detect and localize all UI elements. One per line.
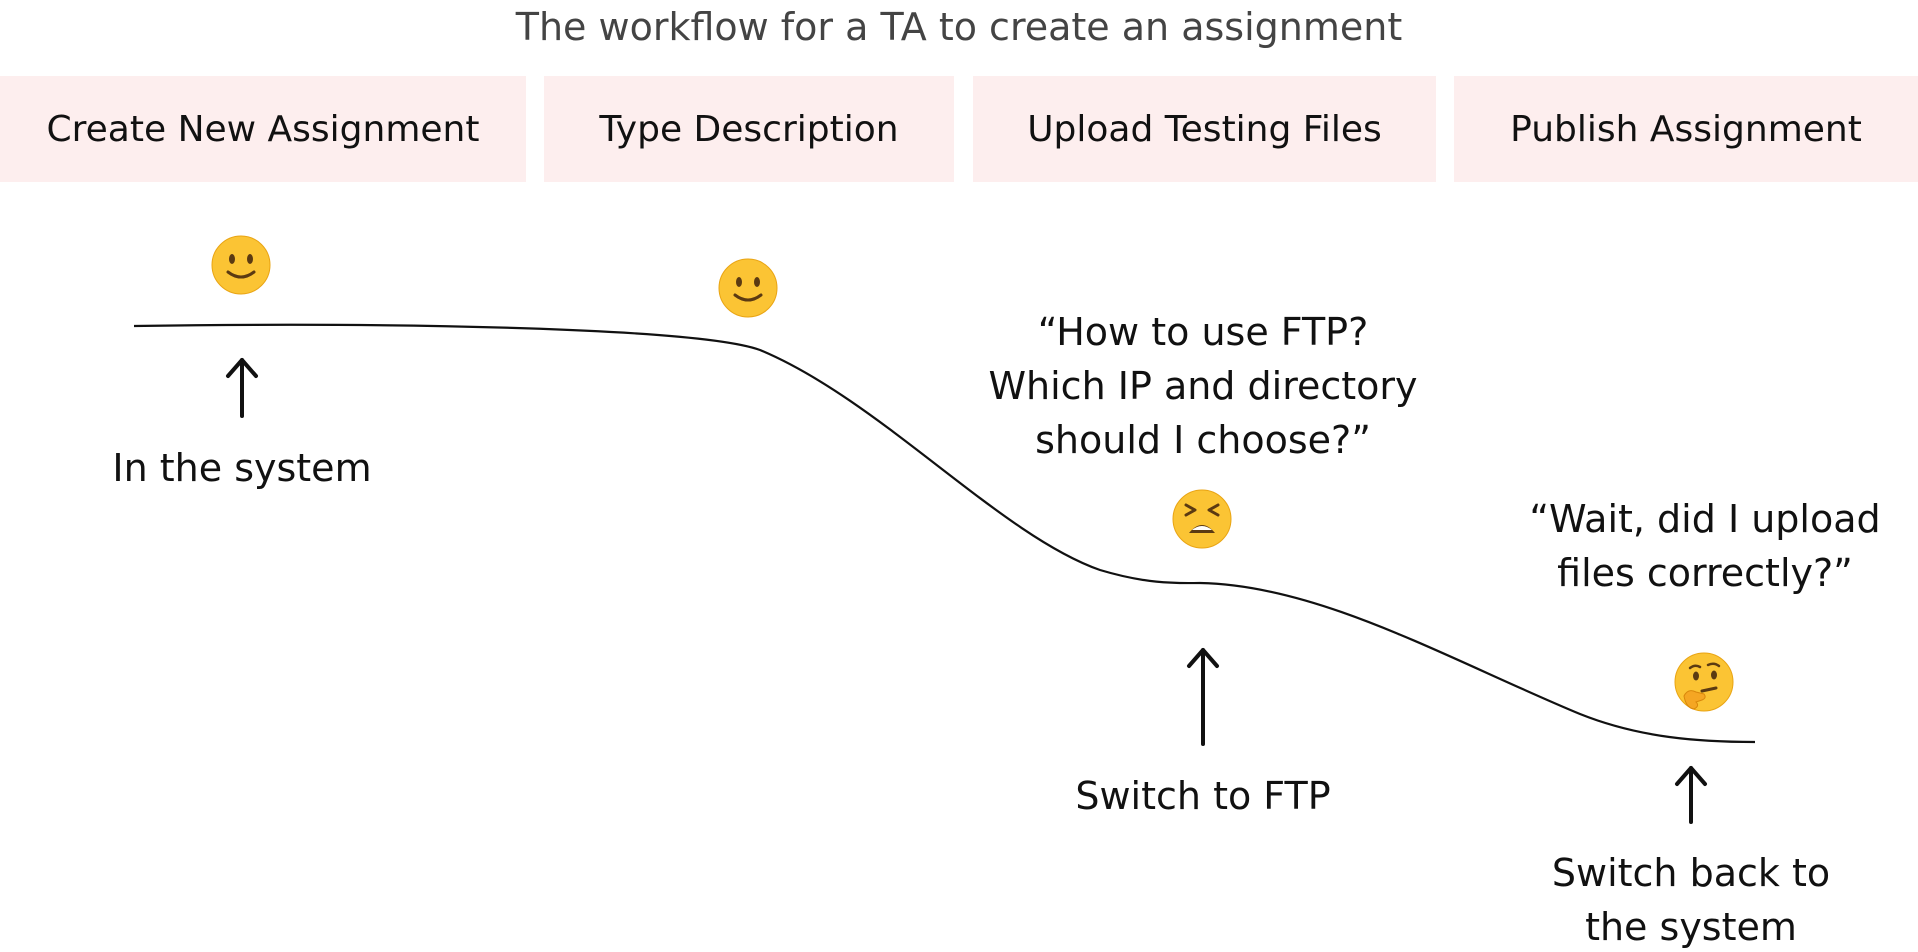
tired-face-icon bbox=[1172, 489, 1232, 549]
diagram-title: The workflow for a TA to create an assig… bbox=[515, 5, 1403, 49]
smiling-face-icon bbox=[718, 258, 778, 318]
arrow-switch-back bbox=[1675, 766, 1707, 824]
stage-type-description: Type Description bbox=[544, 76, 954, 182]
arrow-in-system bbox=[226, 358, 258, 418]
smiling-face-icon bbox=[211, 235, 271, 295]
annotation-in-system: In the system bbox=[112, 446, 372, 490]
arrow-switch-ftp bbox=[1187, 648, 1219, 746]
experience-line bbox=[133, 323, 1756, 744]
annotation-switch-back: Switch back to the system bbox=[1551, 851, 1831, 949]
quote-upload-doubt: “Wait, did I upload files correctly?” bbox=[1529, 497, 1881, 595]
stage-create-new-assignment: Create New Assignment bbox=[0, 76, 526, 182]
stage-upload-testing-files: Upload Testing Files bbox=[973, 76, 1436, 182]
annotation-switch-ftp: Switch to FTP bbox=[1075, 774, 1331, 818]
stage-publish-assignment: Publish Assignment bbox=[1454, 76, 1918, 182]
quote-ftp-confusion: “How to use FTP? Which IP and directory … bbox=[988, 310, 1418, 462]
thinking-face-icon bbox=[1674, 652, 1734, 712]
